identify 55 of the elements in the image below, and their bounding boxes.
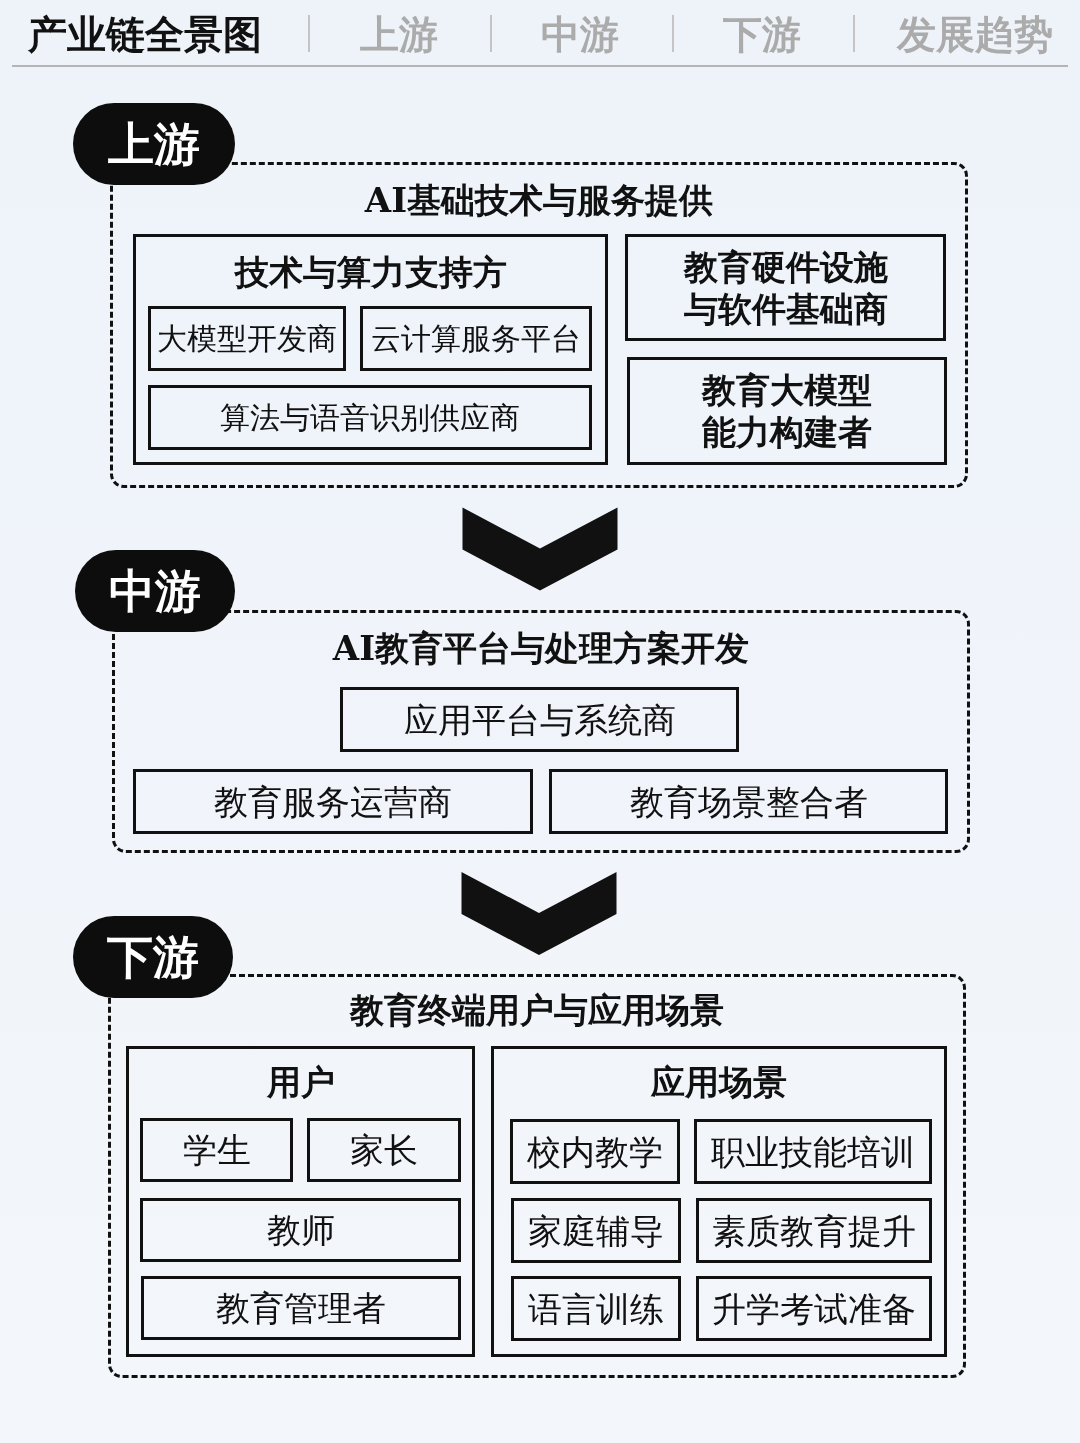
section-heading: AI教育平台与处理方案开发 [332, 628, 750, 668]
section-heading: AI基础技术与服务提供 [364, 180, 714, 220]
entity-label: 素质教育提升 [712, 1210, 916, 1251]
entity-label: 应用平台与系统商 [403, 699, 676, 740]
category-heading: 应用场景 [651, 1062, 787, 1102]
stage-label: 下游 [107, 934, 199, 980]
chevron-arrow [461, 872, 617, 955]
section-heading: 教育终端用户与应用场景 [350, 990, 724, 1030]
entity-box [307, 1118, 461, 1182]
entity-label: 家长 [350, 1130, 418, 1170]
nav-tab-label: 中游 [541, 12, 619, 56]
entity-label: 教育管理者 [216, 1288, 386, 1328]
entity-box [510, 1119, 680, 1184]
entity-box [141, 1276, 461, 1340]
entity-label: 语言训练 [528, 1288, 664, 1329]
entity-box [140, 1198, 461, 1262]
entity-box [148, 385, 592, 450]
nav-tab-label: 上游 [360, 12, 438, 56]
entity-box [140, 1118, 293, 1182]
entity-label: 升学考试准备 [712, 1288, 916, 1329]
entity-label: 家庭辅导 [528, 1210, 664, 1251]
entity-label: 教育硬件设施与软件基础商 [682, 245, 889, 330]
entity-label: 大模型开发商 [157, 320, 337, 357]
entity-label: 教师 [266, 1210, 335, 1250]
entity-box [360, 306, 592, 371]
category-frame [491, 1046, 947, 1357]
entity-label: 学生 [182, 1130, 251, 1170]
entity-label: 教育大模型能力构建者 [700, 369, 873, 453]
page-title-label: 产业链全景图 [28, 12, 262, 56]
entity-box [696, 1276, 932, 1341]
entity-label: 云计算服务平台 [371, 320, 581, 357]
entity-box [340, 687, 739, 752]
entity-box [696, 1198, 932, 1263]
entity-label: 算法与语音识别供应商 [220, 399, 520, 436]
entity-box [511, 1198, 681, 1263]
stage-label: 中游 [109, 568, 201, 614]
entity-box [148, 306, 346, 371]
entity-label: 教育服务运营商 [214, 781, 452, 822]
category-frame [133, 234, 608, 465]
entity-label: 教育场景整合者 [629, 781, 868, 822]
entity-box [133, 769, 533, 834]
entity-box [549, 769, 948, 834]
entity-box [627, 357, 947, 465]
nav-tab-label: 下游 [723, 12, 801, 56]
category-frame [126, 1046, 475, 1357]
entity-label: 职业技能培训 [711, 1131, 915, 1172]
chevron-arrow [462, 507, 618, 591]
entity-label: 校内教学 [527, 1131, 663, 1172]
entity-box [694, 1119, 932, 1184]
category-heading: 技术与算力支持方 [234, 252, 507, 292]
entity-box [511, 1276, 681, 1341]
entity-box [625, 234, 946, 341]
nav-tab-label: 发展趋势 [897, 12, 1053, 56]
category-heading: 用户 [266, 1062, 335, 1102]
stage-label: 上游 [108, 121, 200, 167]
